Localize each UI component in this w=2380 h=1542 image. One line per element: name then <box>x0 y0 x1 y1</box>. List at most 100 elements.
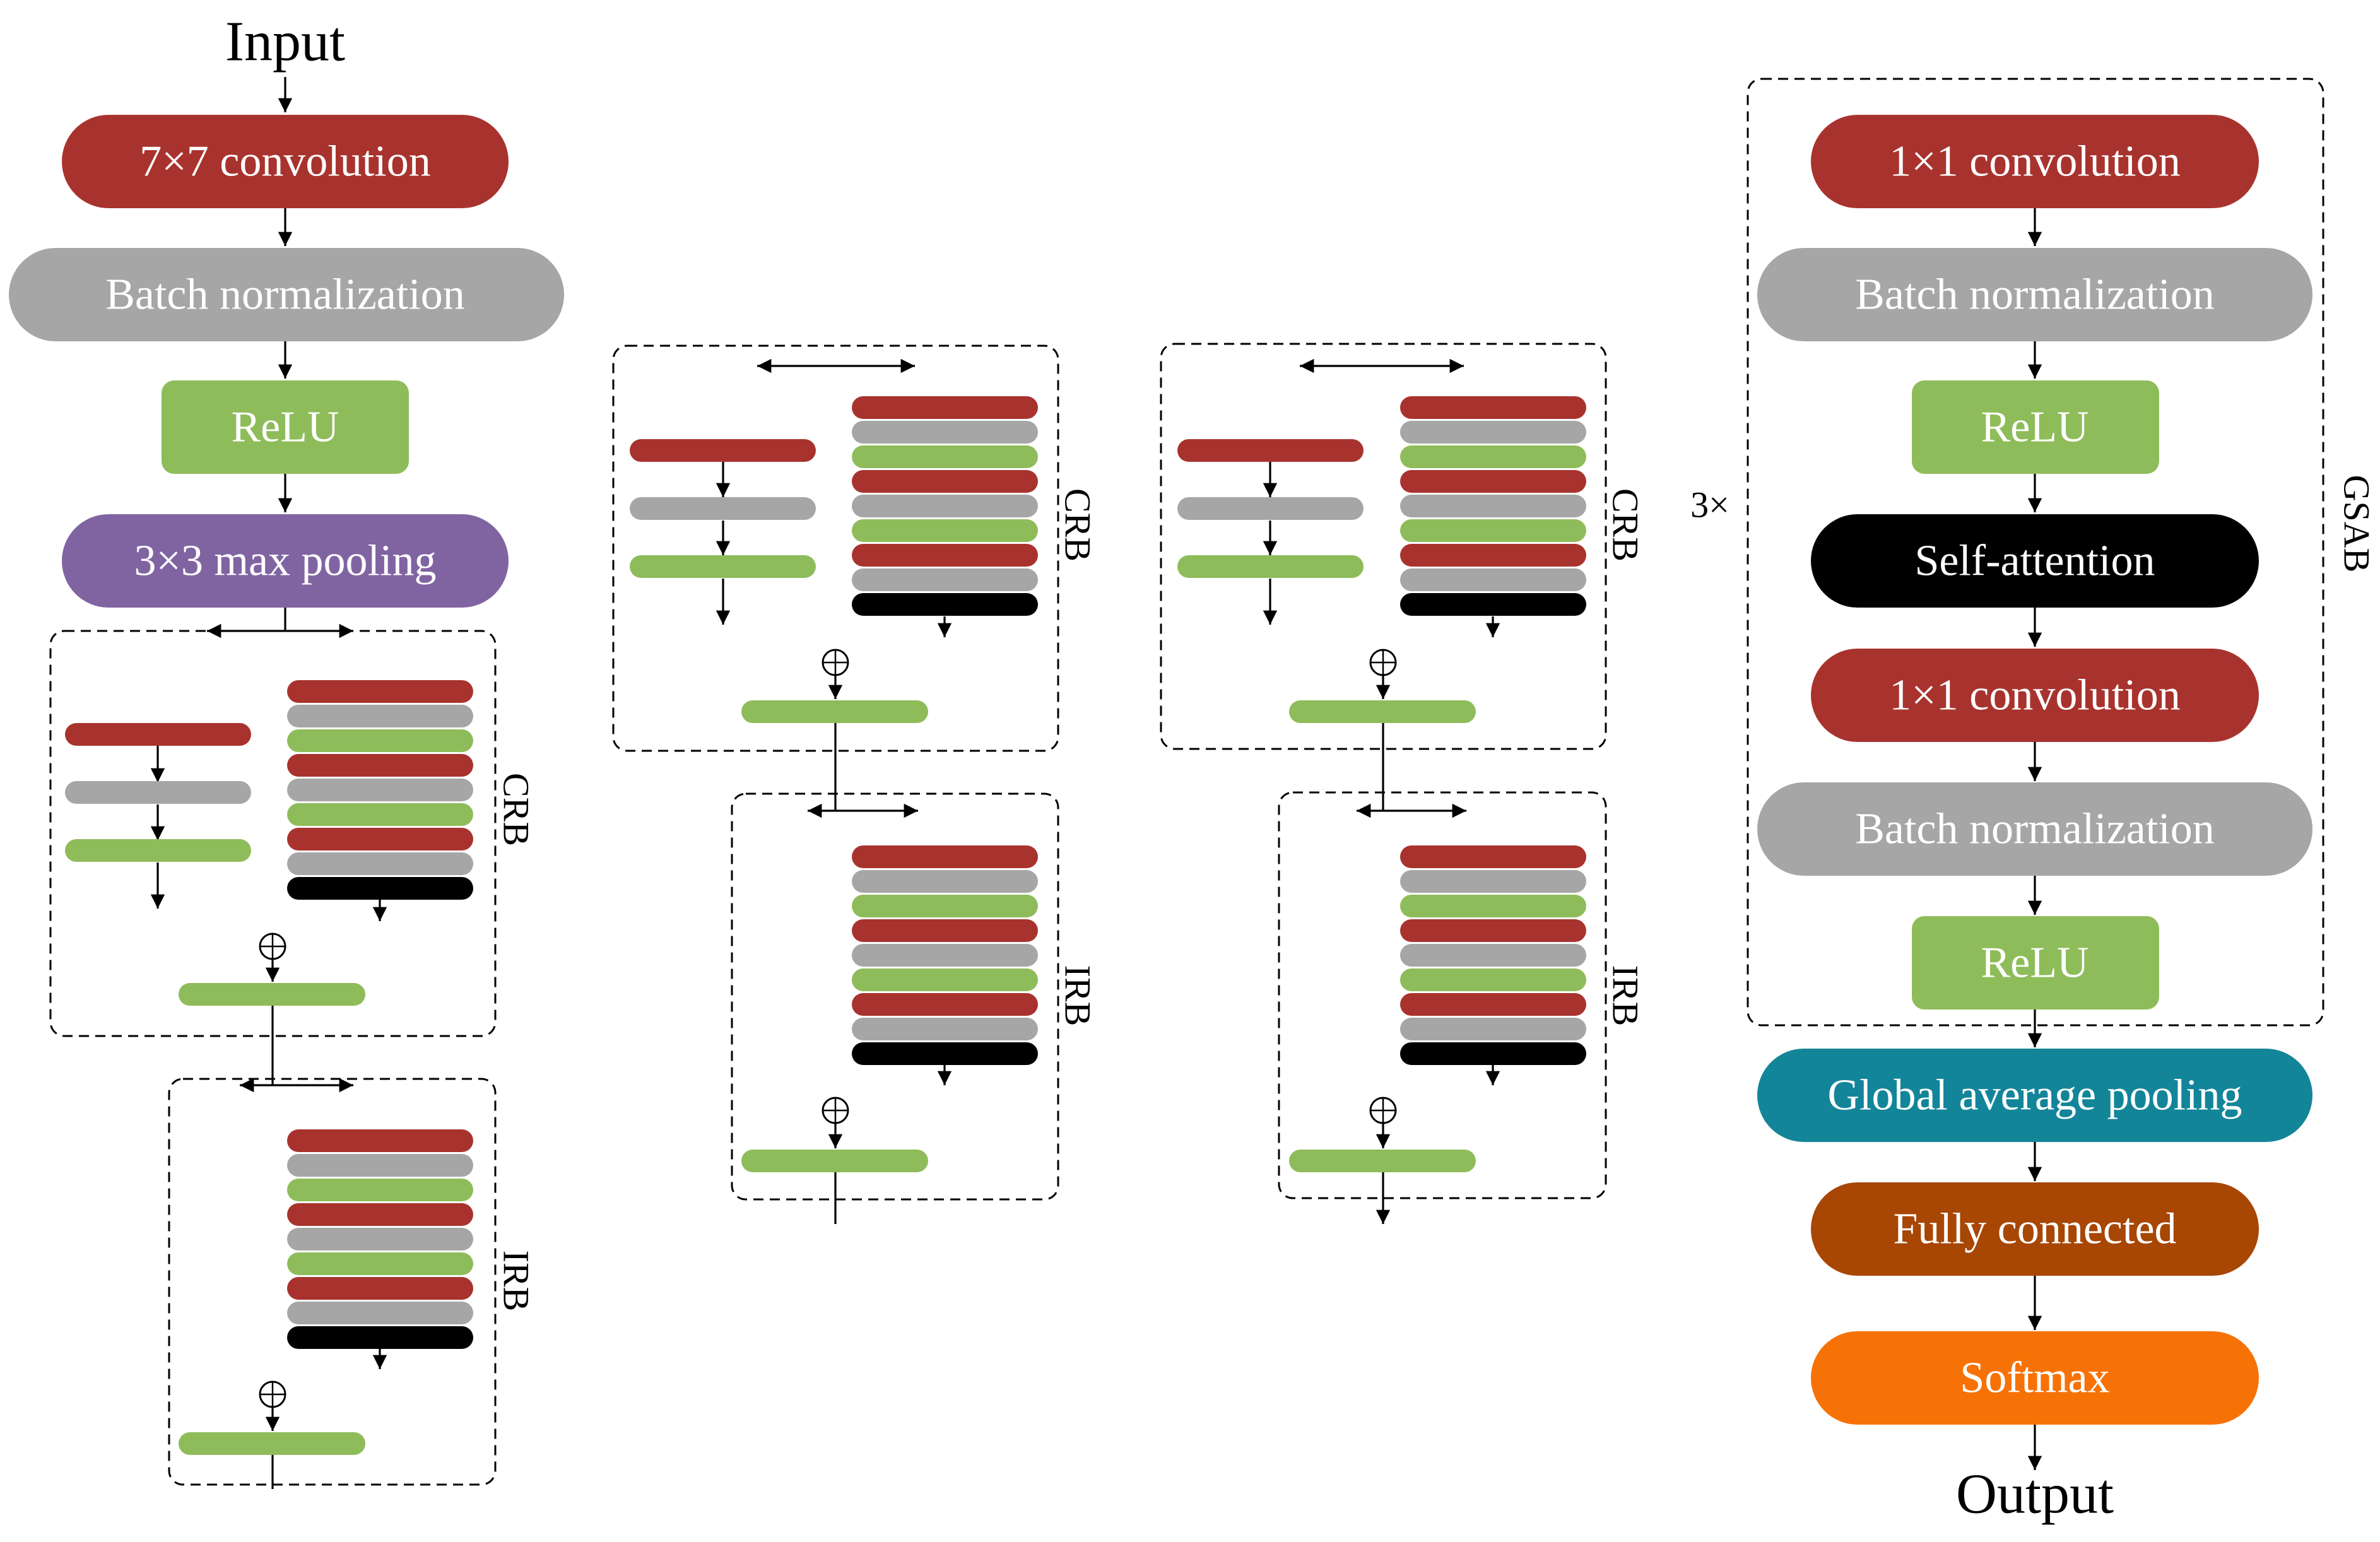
stem: 7×7 convolution Batch normalization ReLU… <box>9 115 564 608</box>
crb2-branch-bar-conv <box>630 439 816 462</box>
irb1-stack-bar-bn <box>287 1154 473 1177</box>
conv7-node: 7×7 convolution <box>62 115 509 208</box>
gsab-relu2-box <box>1912 916 2159 1009</box>
gap-node: Global average pooling <box>1757 1049 2312 1142</box>
gsab-conv1-node: 1×1 convolution <box>1811 115 2259 208</box>
irb1-stack-bar-conv <box>287 1129 473 1152</box>
stem-relu-node: ReLU <box>162 380 409 474</box>
crb2-outline <box>612 344 1059 752</box>
block-outlines <box>49 78 2324 1486</box>
crb3-stack-bar-conv <box>1400 470 1586 493</box>
maxpool-label: 3×3 max pooling <box>134 537 437 586</box>
crb3-branch-bar-bn <box>1177 497 1364 520</box>
irb1-stack-bar-conv <box>287 1277 473 1300</box>
gsab-conv2-pill <box>1811 649 2259 742</box>
crb1-stack-bar-conv <box>287 828 473 850</box>
irb3-label: IRB <box>1605 965 1646 1027</box>
gsab-relu1-label: ReLU <box>1981 403 2088 452</box>
crb3-stack-bar-conv <box>1400 544 1586 567</box>
crb2-stack-bar-attention <box>852 593 1038 616</box>
crb1-stack-bar-conv <box>287 754 473 777</box>
crb1-stack-bar-conv <box>287 680 473 703</box>
connections <box>150 77 2042 1489</box>
irb3-output-bar-relu <box>1289 1150 1476 1172</box>
irb3-stack-bar-relu <box>1400 968 1586 991</box>
crb2-label: CRB <box>1057 488 1099 562</box>
irb2-stack-bar-bn <box>852 1018 1038 1040</box>
crb1-add-node <box>259 933 286 960</box>
irb1-label: IRB <box>496 1251 537 1312</box>
crb3-stack-bar-attention <box>1400 593 1586 616</box>
crb2-branch-bar-bn <box>630 497 816 520</box>
conv7-label: 7×7 convolution <box>139 138 430 186</box>
irb3-stack-bar-bn <box>1400 870 1586 893</box>
gsab-bn2-label: Batch normalization <box>1855 805 2215 854</box>
gsab-label: GSAB <box>2336 475 2377 573</box>
crb3-stack-bar-bn <box>1400 421 1586 444</box>
irb1-stack-bar-bn <box>287 1302 473 1324</box>
crb1-stack-bar-bn <box>287 705 473 727</box>
crb3-add-node <box>1369 649 1397 676</box>
gsab-relu1-node: ReLU <box>1912 380 2159 474</box>
irb3-stack-bar-conv <box>1400 919 1586 942</box>
crb1-stack-bar-relu <box>287 729 473 752</box>
softmax-pill <box>1811 1331 2259 1425</box>
irb2-outline <box>731 792 1059 1201</box>
irb2-stack-bar-bn <box>852 870 1038 893</box>
irb2-output-bar-relu <box>741 1150 928 1172</box>
irb3-stack-bar-conv <box>1400 993 1586 1016</box>
irb3-stack-bar-conv <box>1400 845 1586 868</box>
gap-pill <box>1757 1049 2312 1142</box>
irb2-label: IRB <box>1057 965 1099 1027</box>
self-attention-node: Self-attention <box>1811 514 2259 608</box>
irb3-stack-bar-bn <box>1400 1018 1586 1040</box>
gsab-conv2-node: 1×1 convolution <box>1811 649 2259 742</box>
irb1-stack-bar-conv <box>287 1203 473 1226</box>
gap-label: Global average pooling <box>1827 1071 2242 1120</box>
crb3-label: CRB <box>1605 488 1646 562</box>
crb1-stack-bar-bn <box>287 779 473 801</box>
crb2-stack-bar-bn <box>852 421 1038 444</box>
fc-node: Fully connected <box>1811 1182 2259 1276</box>
stem-bn-pill <box>9 248 564 341</box>
softmax-node: Softmax <box>1811 1331 2259 1425</box>
crb3-stack-bar-relu <box>1400 445 1586 468</box>
input-label: Input <box>225 11 345 73</box>
gsab-bn1-node: Batch normalization <box>1757 248 2312 341</box>
fc-pill <box>1811 1182 2259 1276</box>
irb2-stack-bar-conv <box>852 993 1038 1016</box>
irb2-stack-bar-relu <box>852 968 1038 991</box>
gsab-bn2-node: Batch normalization <box>1757 782 2312 876</box>
stem-bn-node: Batch normalization <box>9 248 564 341</box>
crb1-output-bar-relu <box>179 983 365 1006</box>
stem-bn-label: Batch normalization <box>105 271 465 319</box>
irb2-stack-bar-bn <box>852 944 1038 967</box>
crb2-add-node <box>822 649 849 676</box>
irb3-outline <box>1278 791 1607 1199</box>
irb1-stack-bar-bn <box>287 1228 473 1251</box>
irb2-stack-bar-relu <box>852 895 1038 917</box>
output-label: Output <box>1956 1463 2114 1526</box>
self-attention-pill <box>1811 514 2259 608</box>
stem-relu-label: ReLU <box>231 403 339 452</box>
irb1-stack-bar-relu <box>287 1179 473 1201</box>
classifier-head: Global average pooling Fully connected S… <box>1757 1049 2312 1425</box>
irb3-stack-bar-relu <box>1400 895 1586 917</box>
gsab-bn1-pill <box>1757 248 2312 341</box>
crb2-stack-bar-conv <box>852 544 1038 567</box>
gsab-conv2-label: 1×1 convolution <box>1889 671 2180 720</box>
gsab-relu1-box <box>1912 380 2159 474</box>
crb2-stack-bar-bn <box>852 568 1038 591</box>
irb1-add-node <box>259 1380 286 1408</box>
irb1-stack-bar-attention <box>287 1326 473 1349</box>
gsab-conv1-pill <box>1811 115 2259 208</box>
gsab-conv1-label: 1×1 convolution <box>1889 138 2180 186</box>
irb3-add-node <box>1369 1097 1397 1124</box>
irb2-stack-bar-conv <box>852 919 1038 942</box>
crb2-stack-bar-relu <box>852 445 1038 468</box>
residual-blocks <box>65 396 1586 1455</box>
crb1-stack-bar-relu <box>287 803 473 826</box>
crb2-stack-bar-conv <box>852 470 1038 493</box>
crb2-stack-bar-relu <box>852 519 1038 542</box>
